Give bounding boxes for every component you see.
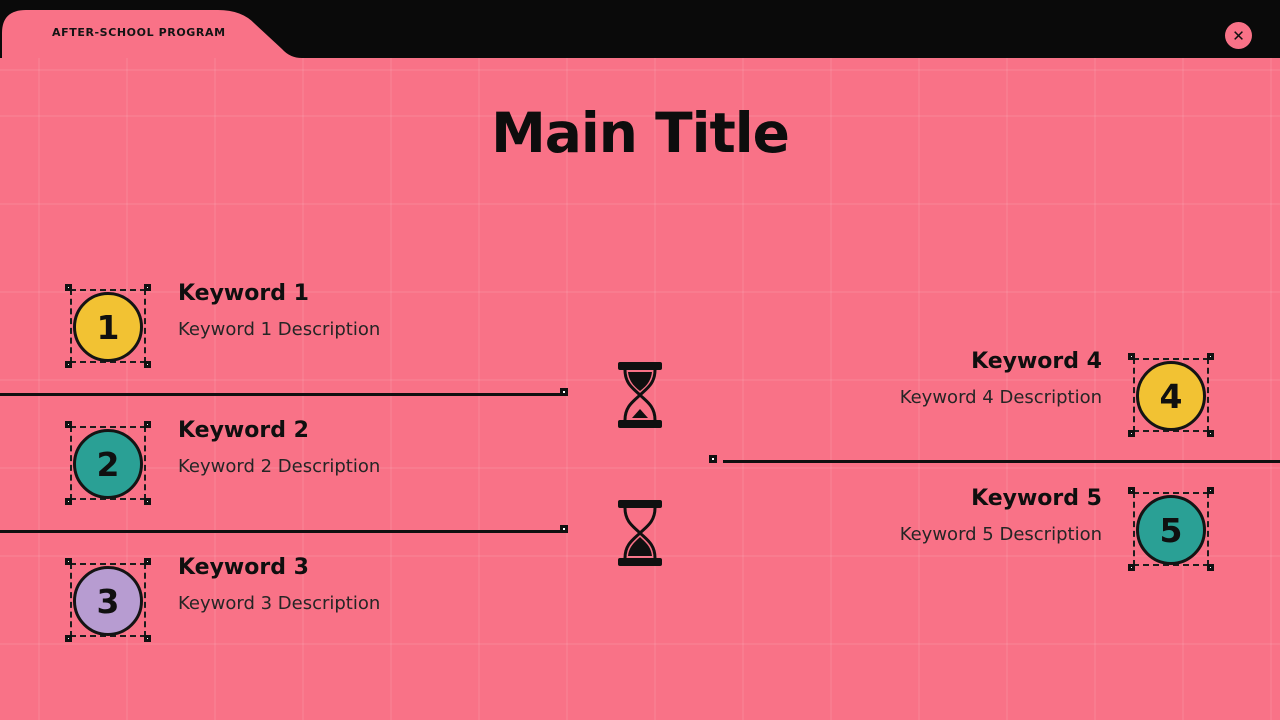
- top-bar: AFTER-SCHOOL PROGRAM ✕: [0, 0, 1280, 58]
- resize-handle[interactable]: [65, 558, 72, 565]
- line-endpoint[interactable]: [560, 525, 568, 533]
- resize-handle[interactable]: [144, 558, 151, 565]
- selection-frame: 1: [65, 284, 151, 368]
- slide-tab-shape: [2, 10, 302, 58]
- keyword-title[interactable]: Keyword 5: [971, 486, 1102, 511]
- selection-frame: 2: [65, 421, 151, 505]
- resize-handle[interactable]: [144, 421, 151, 428]
- hourglass-icon[interactable]: [617, 500, 663, 566]
- keyword-title[interactable]: Keyword 1: [178, 281, 309, 306]
- circle-number: 1: [96, 307, 120, 347]
- resize-handle[interactable]: [65, 284, 72, 291]
- resize-handle[interactable]: [65, 361, 72, 368]
- resize-handle[interactable]: [1207, 487, 1214, 494]
- resize-handle[interactable]: [144, 635, 151, 642]
- keyword-item-2: Keyword 2 Keyword 2 Description: [178, 420, 380, 476]
- close-button[interactable]: ✕: [1225, 22, 1252, 49]
- number-circle[interactable]: 5: [1136, 495, 1206, 565]
- circle-number: 2: [96, 444, 120, 484]
- resize-handle[interactable]: [1128, 430, 1135, 437]
- keyword-title[interactable]: Keyword 3: [178, 555, 309, 580]
- resize-handle[interactable]: [65, 498, 72, 505]
- connector-line[interactable]: [0, 393, 561, 396]
- line-endpoint[interactable]: [709, 455, 717, 463]
- resize-handle[interactable]: [65, 635, 72, 642]
- keyword-title[interactable]: Keyword 2: [178, 418, 309, 443]
- close-icon: ✕: [1232, 26, 1245, 45]
- keyword-item-4: Keyword 4 Keyword 4 Description: [900, 351, 1102, 407]
- page-title[interactable]: Main Title: [491, 101, 790, 165]
- selection-frame: 3: [65, 558, 151, 642]
- circle-number: 3: [96, 581, 120, 621]
- keyword-description[interactable]: Keyword 5 Description: [899, 524, 1102, 545]
- selection-frame: 4: [1128, 353, 1214, 437]
- resize-handle[interactable]: [1128, 564, 1135, 571]
- keyword-description[interactable]: Keyword 1 Description: [178, 319, 381, 340]
- slide-canvas[interactable]: Main Title 1 2: [0, 58, 1280, 720]
- resize-handle[interactable]: [144, 498, 151, 505]
- number-circle[interactable]: 1: [73, 292, 143, 362]
- resize-handle[interactable]: [144, 284, 151, 291]
- keyword-title[interactable]: Keyword 4: [971, 349, 1102, 374]
- resize-handle[interactable]: [1207, 353, 1214, 360]
- keyword-description[interactable]: Keyword 4 Description: [899, 387, 1102, 408]
- line-endpoint[interactable]: [560, 388, 568, 396]
- selection-frame: 5: [1128, 487, 1214, 571]
- circle-number: 5: [1159, 510, 1183, 550]
- connector-line[interactable]: [723, 460, 1280, 463]
- program-tab-label: AFTER-SCHOOL PROGRAM: [52, 26, 226, 39]
- keyword-description[interactable]: Keyword 2 Description: [178, 456, 381, 477]
- resize-handle[interactable]: [1207, 430, 1214, 437]
- connector-line[interactable]: [0, 530, 561, 533]
- number-circle[interactable]: 4: [1136, 361, 1206, 431]
- keyword-item-5: Keyword 5 Keyword 5 Description: [900, 488, 1102, 544]
- keyword-item-1: Keyword 1 Keyword 1 Description: [178, 283, 380, 339]
- circle-number: 4: [1159, 376, 1183, 416]
- number-circle[interactable]: 3: [73, 566, 143, 636]
- resize-handle[interactable]: [1128, 353, 1135, 360]
- resize-handle[interactable]: [1128, 487, 1135, 494]
- keyword-description[interactable]: Keyword 3 Description: [178, 593, 381, 614]
- resize-handle[interactable]: [65, 421, 72, 428]
- keyword-item-3: Keyword 3 Keyword 3 Description: [178, 557, 380, 613]
- resize-handle[interactable]: [144, 361, 151, 368]
- number-circle[interactable]: 2: [73, 429, 143, 499]
- resize-handle[interactable]: [1207, 564, 1214, 571]
- hourglass-icon[interactable]: [617, 362, 663, 428]
